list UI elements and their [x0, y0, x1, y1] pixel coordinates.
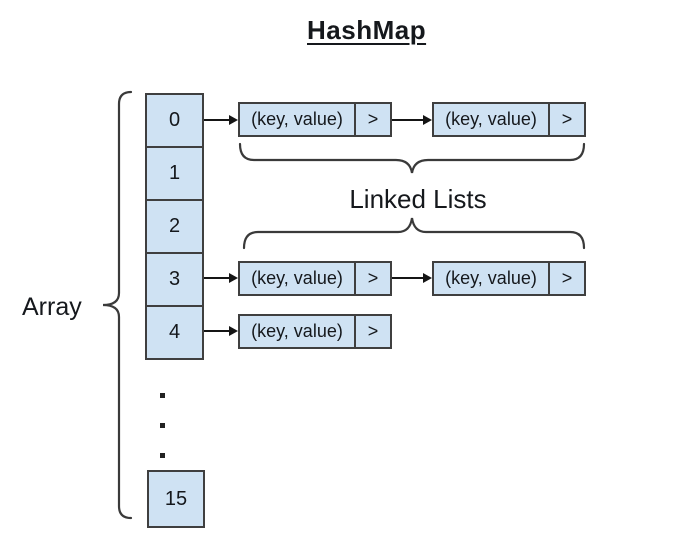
kv-box: (key, value) — [238, 102, 356, 137]
arrow-cell0-to-node — [204, 115, 238, 125]
linked-lists-brace-bottom — [242, 217, 586, 250]
array-brace — [102, 90, 133, 520]
list-node: (key, value) > — [432, 261, 586, 296]
pointer-box: > — [354, 102, 392, 137]
pointer-box: > — [354, 261, 392, 296]
arrow-cell3-to-node — [204, 273, 238, 283]
array-cell-15: 15 — [147, 470, 205, 528]
pointer-box: > — [548, 102, 586, 137]
linked-lists-label: Linked Lists — [349, 184, 487, 214]
array-cell-0: 0 — [145, 93, 204, 148]
list-node: (key, value) > — [238, 261, 392, 296]
kv-box: (key, value) — [432, 102, 550, 137]
pointer-box: > — [354, 314, 392, 349]
arrow-node-to-node — [392, 273, 432, 283]
array-cell-3: 3 — [145, 252, 204, 307]
ellipsis-dot — [160, 453, 165, 458]
array-cell-1: 1 — [145, 146, 204, 201]
list-node: (key, value) > — [238, 102, 392, 137]
list-node: (key, value) > — [432, 102, 586, 137]
array-label: Array — [22, 293, 82, 321]
diagram-title: HashMap — [307, 15, 427, 45]
kv-box: (key, value) — [238, 314, 356, 349]
kv-box: (key, value) — [238, 261, 356, 296]
arrow-node-to-node — [392, 115, 432, 125]
kv-box: (key, value) — [432, 261, 550, 296]
array-cell-2: 2 — [145, 199, 204, 254]
ellipsis-dot — [160, 393, 165, 398]
array-cell-4: 4 — [145, 305, 204, 360]
arrow-cell4-to-node — [204, 326, 238, 336]
ellipsis-dot — [160, 423, 165, 428]
array-column: 0 1 2 3 4 — [145, 93, 204, 360]
pointer-box: > — [548, 261, 586, 296]
linked-lists-brace-top — [238, 142, 586, 174]
list-node: (key, value) > — [238, 314, 392, 349]
